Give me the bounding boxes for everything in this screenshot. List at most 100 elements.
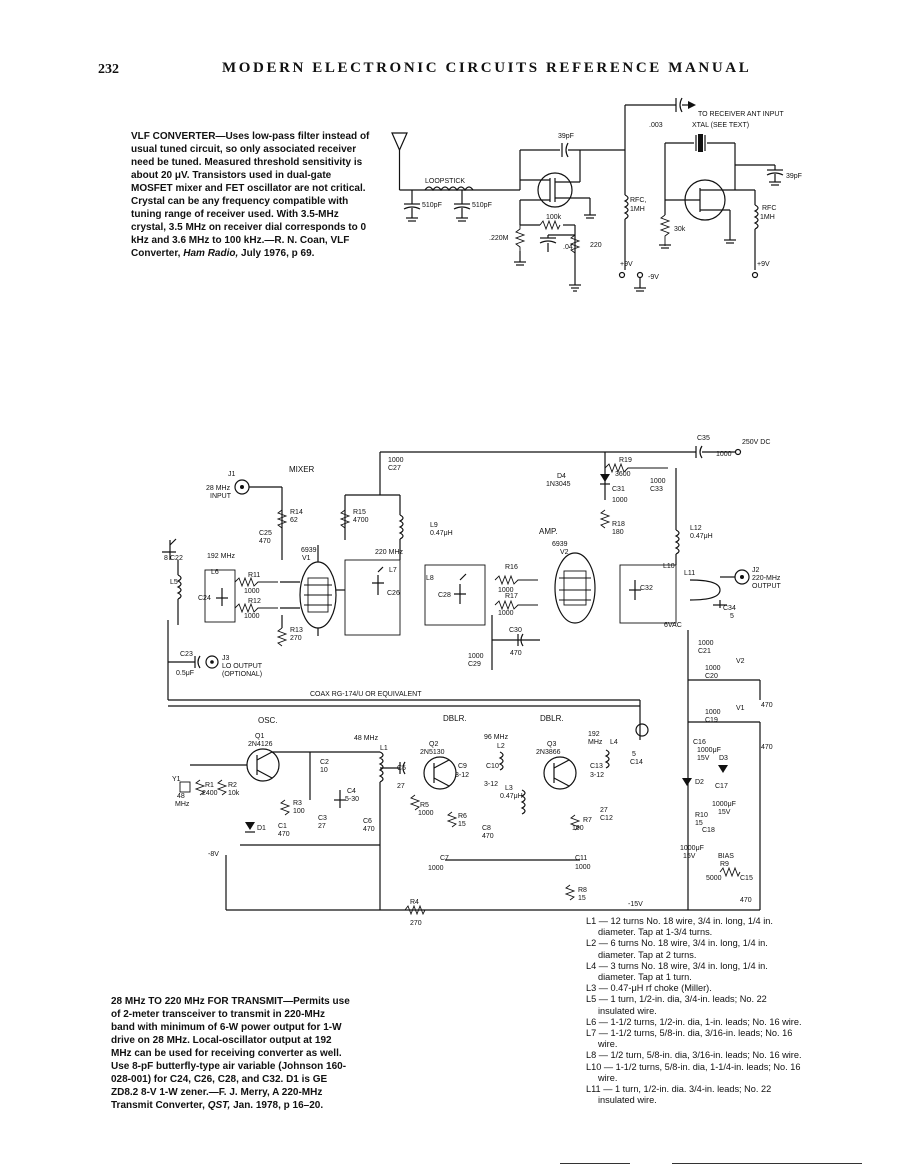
c17-rating: 15V (718, 809, 731, 816)
c16-rating: 15V (697, 755, 710, 762)
caption-magazine: Ham Radio, (183, 248, 239, 259)
rfc-label: RFC (762, 205, 776, 212)
mixer-label: MIXER (289, 465, 315, 474)
c29-value: 1000 (468, 653, 484, 660)
c13-label: C13 (590, 763, 603, 770)
r8-value: 15 (578, 895, 586, 902)
c8-value: 470 (482, 833, 494, 840)
r6-label: R6 (458, 813, 467, 820)
c20-label: C20 (705, 673, 718, 680)
cap-510pf-label: 510pF (472, 202, 492, 209)
l3-value: 0.47μH (500, 793, 523, 800)
r18-value: 180 (612, 529, 624, 536)
l2-label: L2 (497, 743, 505, 750)
c4-label: C4 (347, 788, 356, 795)
j3-output-label: LO OUTPUT (222, 663, 263, 670)
c30-value: 470 (510, 650, 522, 657)
l3-label: L3 (505, 785, 513, 792)
c22-label: C22 (170, 555, 183, 562)
caption-body: —Permits use of 2-meter transceiver to t… (111, 996, 350, 1111)
v2-type-label: 6939 (552, 541, 568, 548)
rfc-label: RFC, (630, 197, 646, 204)
freq-220-label: 220 MHz (375, 549, 404, 556)
loopstick-label: LOOPSTICK (425, 178, 465, 185)
c19-value: 1000 (705, 709, 721, 716)
l5-label: L5 (170, 579, 178, 586)
coil-note: L11 — 1 turn, 1/2-in. dia. 3/4-in. leads… (586, 1084, 772, 1106)
r5-value: 1000 (418, 810, 434, 817)
v1-label: V1 (302, 555, 311, 562)
l5-coil (176, 574, 182, 600)
r19-label: R19 (619, 457, 632, 464)
c18-value: 1000μF (680, 845, 704, 852)
c34-value: 5 (730, 613, 734, 620)
c35-label: C35 (697, 435, 710, 442)
l9-label: L9 (430, 522, 438, 529)
supply-plus9v: +9V (757, 261, 770, 268)
c11-label: C11 (575, 855, 587, 862)
c5-label: C5 (397, 765, 406, 772)
c27-label: C27 (388, 465, 401, 472)
c20-value: 1000 (705, 665, 721, 672)
c2-label: C2 (320, 759, 329, 766)
q1-label: Q1 (255, 733, 264, 740)
d3-label: D3 (719, 755, 728, 762)
j2-output-jack[interactable] (734, 569, 750, 585)
freq-192-label: 192 MHz (207, 553, 236, 560)
coax-label: COAX RG-174/U OR EQUIVALENT (310, 691, 422, 698)
r4-value: 270 (410, 920, 422, 927)
cap-04-label: .04 (563, 244, 573, 251)
vlf-converter-caption: VLF CONVERTER—Uses low-pass filter inste… (131, 130, 371, 260)
v1-heater-label: V1 (736, 705, 745, 712)
j2-output-label: OUTPUT (752, 583, 782, 590)
cap-39pf-label: 39pF (786, 173, 802, 180)
r16-value: 1000 (498, 587, 514, 594)
c17-value: 1000μF (712, 801, 736, 808)
c24-label: C24 (198, 595, 211, 602)
v2-heater-label: V2 (736, 658, 745, 665)
heater-6vac-label: 6VAC (664, 622, 682, 629)
y1-unit: MHz (175, 801, 190, 808)
l12-label: L12 (690, 525, 702, 532)
r17-label: R17 (505, 593, 518, 600)
r16-label: R16 (505, 564, 518, 571)
r3-value: 100 (293, 808, 305, 815)
resistor-220-label: 220 (590, 242, 602, 249)
r15-label: R15 (353, 509, 366, 516)
r4-label: R4 (410, 899, 419, 906)
c15-value: 470 (740, 897, 752, 904)
r15-value: 4700 (353, 517, 369, 524)
c4-value: 5-30 (345, 796, 359, 803)
c35-value: 1000 (716, 451, 732, 458)
coil-winding-notes: L1 — 12 turns No. 18 wire, 3/4 in. long,… (586, 916, 804, 1106)
c31-value: 1000 (612, 497, 628, 504)
c17-label: C17 (715, 783, 728, 790)
c33-value: 1000 (650, 478, 666, 485)
coil-note: L3 — 0.47-μH rf choke (Miller). (586, 983, 712, 994)
q3-transistor (543, 756, 577, 790)
y1-value: 48 (177, 793, 185, 800)
l1-label: L1 (380, 745, 388, 752)
r6-value: 15 (458, 821, 466, 828)
page-header: 232 MODERN ELECTRONIC CIRCUITS REFERENCE… (0, 60, 904, 82)
c18-label: C18 (702, 827, 715, 834)
c23-value: 0.5μF (176, 670, 194, 677)
j3-lo-output-jack[interactable] (205, 655, 219, 669)
c11-value: 1000 (575, 864, 591, 871)
c7-value: 1000 (428, 865, 444, 872)
caption-tail: July 1976, p 69. (238, 248, 315, 259)
c26-label: C26 (387, 590, 400, 597)
freq-96-label: 96 MHz (484, 734, 509, 741)
j1-label: J1 (228, 471, 236, 478)
antenna-symbol (391, 132, 408, 190)
l11-label: L11 (684, 570, 695, 577)
q2-transistor (423, 756, 457, 790)
r13-label: R13 (290, 627, 303, 634)
c10-label: C10 (486, 763, 499, 770)
r7-value: 100 (572, 825, 584, 832)
c12-value: 27 (600, 807, 608, 814)
j3-optional-label: (OPTIONAL) (222, 671, 262, 678)
c8-label: C8 (482, 825, 491, 832)
